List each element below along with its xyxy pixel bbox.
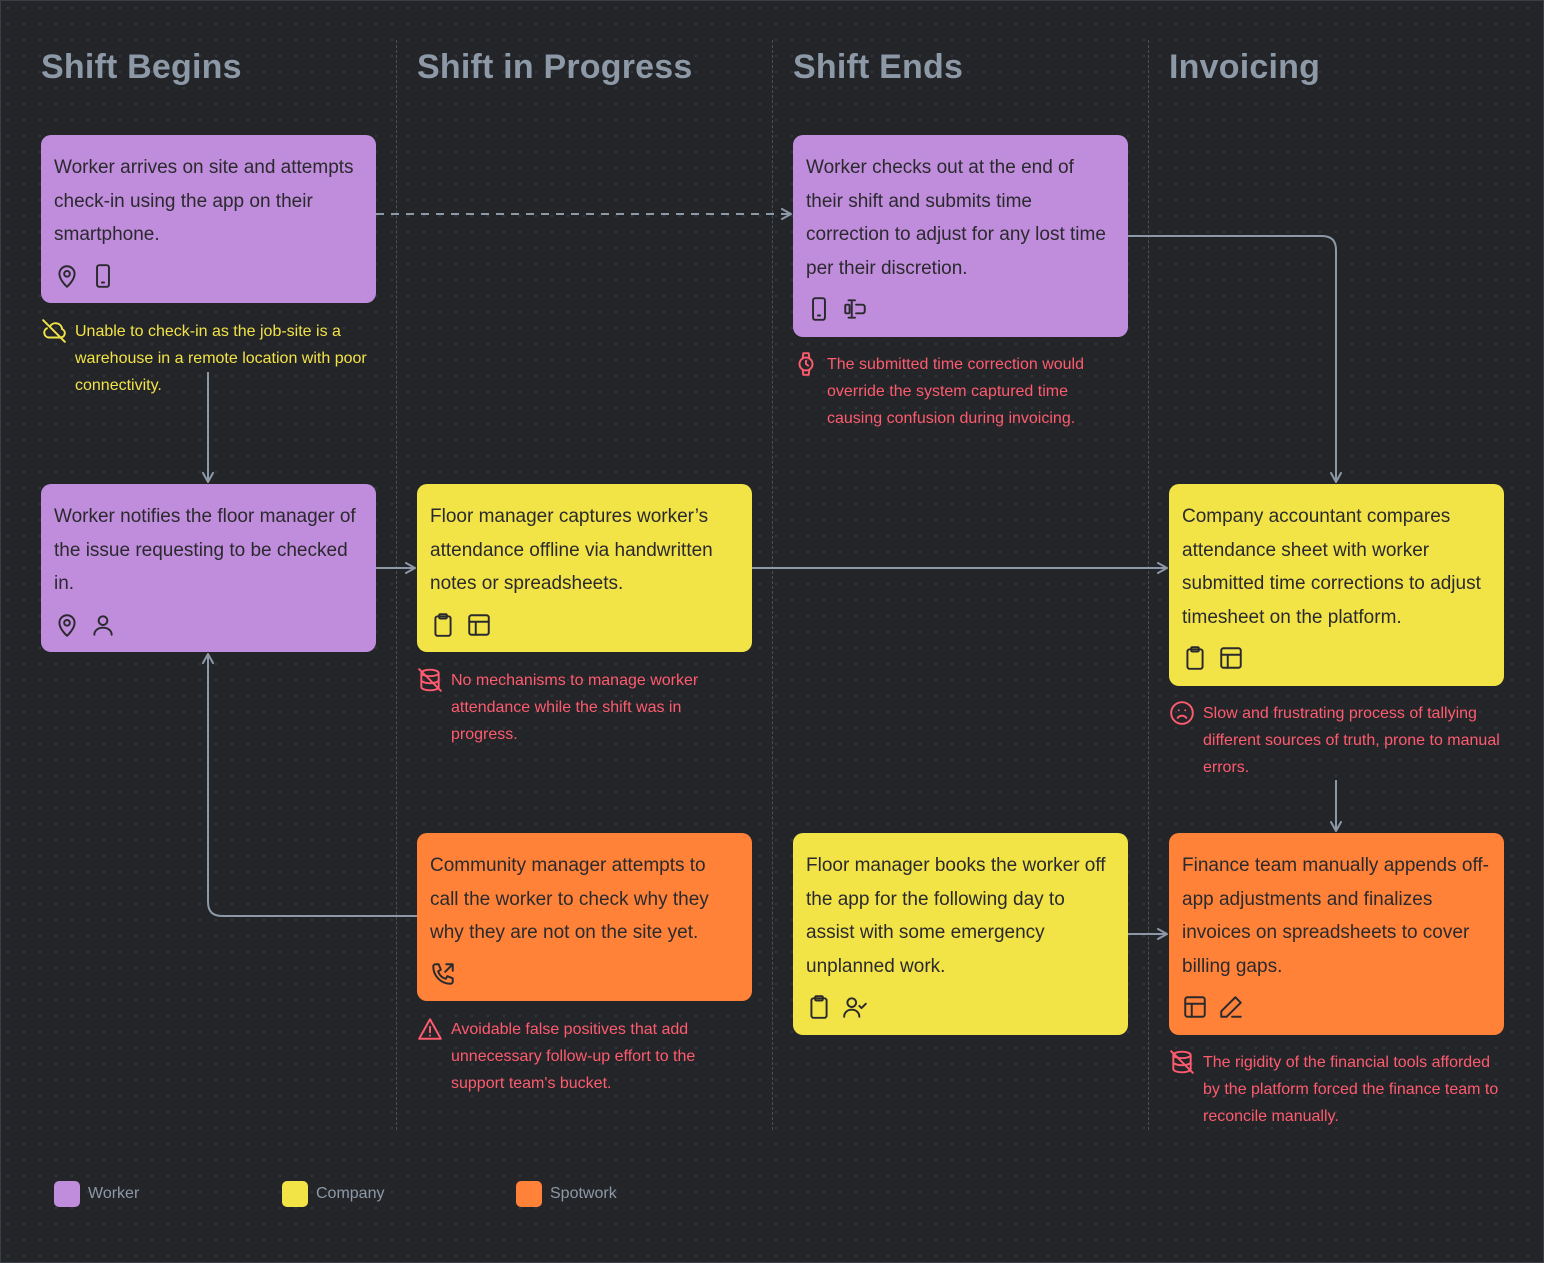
time-correction-icon <box>842 296 868 322</box>
legend-item-spotwork: Spotwork <box>516 1181 617 1207</box>
card-icons <box>1182 644 1491 672</box>
card-text: Floor manager books the worker off the a… <box>806 855 1106 977</box>
note-no-mechanism: No mechanisms to manage worker attendanc… <box>417 667 747 749</box>
card-text: Finance team manually appends off-app ad… <box>1182 855 1489 977</box>
spreadsheet-icon <box>1218 645 1244 671</box>
legend-swatch-company <box>282 1181 308 1207</box>
cloud-off-icon <box>41 318 67 344</box>
card-icons <box>430 960 739 988</box>
card-text: Worker checks out at the end of their sh… <box>806 157 1106 279</box>
card-text: Worker arrives on site and attempts chec… <box>54 157 354 245</box>
lane-divider <box>1148 40 1149 1130</box>
clipboard-icon <box>430 612 456 638</box>
lane-divider <box>772 40 773 1130</box>
smartphone-icon <box>90 263 116 289</box>
legend-label: Spotwork <box>550 1185 617 1202</box>
note-text: The submitted time correction would over… <box>827 356 1084 427</box>
clipboard-icon <box>1182 645 1208 671</box>
spreadsheet-icon <box>466 612 492 638</box>
spreadsheet-icon <box>1182 994 1208 1020</box>
card-worker-checkin[interactable]: Worker arrives on site and attempts chec… <box>41 135 376 303</box>
pen-icon <box>1218 994 1244 1020</box>
smartphone-icon <box>806 296 832 322</box>
card-finance-appends[interactable]: Finance team manually appends off-app ad… <box>1169 833 1504 1035</box>
note-false-positives: Avoidable false positives that add unnec… <box>417 1016 747 1098</box>
note-slow-process: Slow and frustrating process of tallying… <box>1169 700 1509 782</box>
legend-swatch-worker <box>54 1181 80 1207</box>
connector-checkout-to-accountant <box>1128 235 1342 483</box>
legend-item-company: Company <box>282 1181 384 1207</box>
card-text: Community manager attempts to call the w… <box>430 855 709 943</box>
lane-title-shift-ends: Shift Ends <box>793 48 964 86</box>
location-pin-icon <box>54 263 80 289</box>
card-text: Worker notifies the floor manager of the… <box>54 506 356 594</box>
note-text: Slow and frustrating process of tallying… <box>1203 705 1500 776</box>
card-text: Floor manager captures worker’s attendan… <box>430 506 713 594</box>
legend-label: Worker <box>88 1185 140 1202</box>
phone-outgoing-icon <box>430 961 456 987</box>
note-text: Avoidable false positives that add unnec… <box>451 1021 696 1092</box>
card-icons <box>54 262 363 290</box>
legend-swatch-spotwork <box>516 1181 542 1207</box>
legend-item-worker: Worker <box>54 1181 139 1207</box>
card-accountant-compares[interactable]: Company accountant compares attendance s… <box>1169 484 1504 686</box>
connector-call-to-notifies <box>202 653 417 917</box>
clipboard-icon <box>806 994 832 1020</box>
warning-triangle-icon <box>417 1016 443 1042</box>
lane-divider <box>396 40 397 1130</box>
database-off-icon <box>1169 1049 1195 1075</box>
lane-title-shift-begins: Shift Begins <box>41 48 242 86</box>
note-text: No mechanisms to manage worker attendanc… <box>451 672 699 743</box>
note-override: The submitted time correction would over… <box>793 351 1123 433</box>
note-connectivity: Unable to check-in as the job-site is a … <box>41 318 371 400</box>
note-rigidity: The rigidity of the financial tools affo… <box>1169 1049 1499 1131</box>
lane-title-invoicing: Invoicing <box>1169 48 1321 86</box>
card-community-call[interactable]: Community manager attempts to call the w… <box>417 833 752 1001</box>
card-icons <box>430 611 739 639</box>
card-icons <box>806 993 1115 1021</box>
sad-face-icon <box>1169 700 1195 726</box>
database-off-icon <box>417 667 443 693</box>
card-icons <box>806 295 1115 323</box>
note-text: The rigidity of the financial tools affo… <box>1203 1054 1499 1125</box>
lane-title-shift-in-progress: Shift in Progress <box>417 48 693 86</box>
user-check-icon <box>842 994 868 1020</box>
card-floor-books[interactable]: Floor manager books the worker off the a… <box>793 833 1128 1035</box>
watch-icon <box>793 351 819 377</box>
card-floor-offline[interactable]: Floor manager captures worker’s attendan… <box>417 484 752 652</box>
card-icons <box>54 611 363 639</box>
card-icons <box>1182 993 1491 1021</box>
user-icon <box>90 612 116 638</box>
card-worker-notifies[interactable]: Worker notifies the floor manager of the… <box>41 484 376 652</box>
location-pin-icon <box>54 612 80 638</box>
legend-label: Company <box>316 1185 385 1202</box>
card-worker-checkout[interactable]: Worker checks out at the end of their sh… <box>793 135 1128 337</box>
note-text: Unable to check-in as the job-site is a … <box>75 323 367 394</box>
card-text: Company accountant compares attendance s… <box>1182 506 1481 628</box>
